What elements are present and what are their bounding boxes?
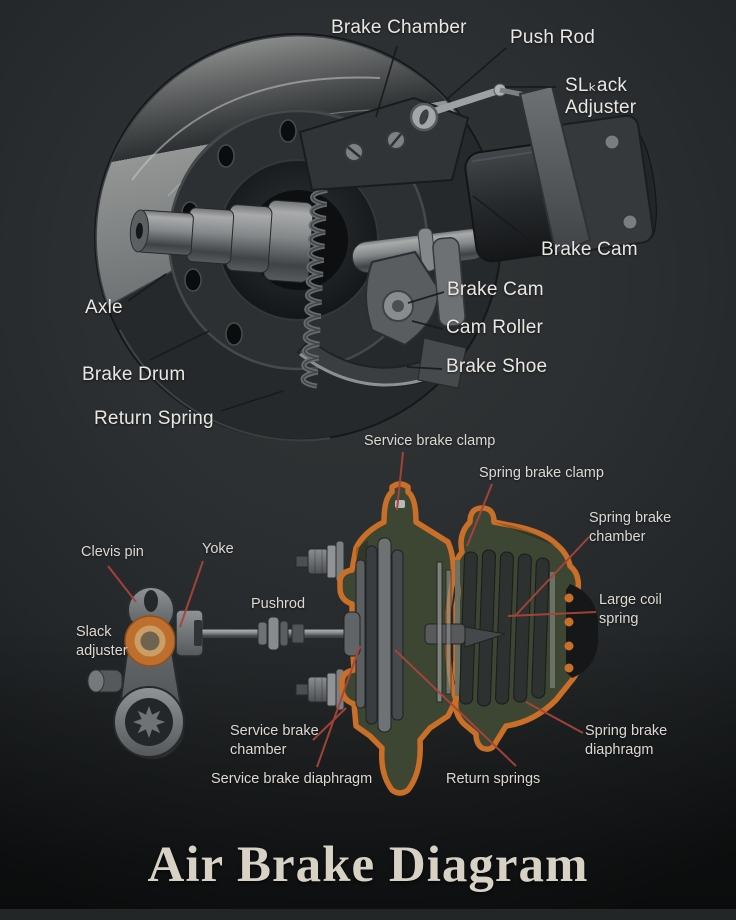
- brake-chamber-cross-section: [87, 451, 598, 796]
- brake-chamber-mount: [298, 83, 546, 192]
- diaphragm-plates: [343, 537, 506, 733]
- drum-brake-illustration: [94, 33, 657, 442]
- spring-chamber-vessel: [452, 505, 598, 752]
- slack-adjuster-bracket: [518, 84, 592, 256]
- brake-shoe-shape: [296, 337, 467, 389]
- spring-chamber-end-cap: [566, 584, 598, 678]
- return-spring-coil: [300, 187, 328, 389]
- yoke-block: [175, 609, 204, 657]
- poster-title: Air Brake Diagram: [147, 837, 589, 893]
- clevis-pin-bushing: [124, 615, 176, 667]
- bottom-edge-strip: [0, 909, 736, 920]
- axle-shaft: [129, 199, 314, 283]
- slack-adjuster-arm: [87, 586, 185, 760]
- cam-mechanism: [351, 227, 487, 347]
- top-leader-lines: [127, 45, 556, 412]
- clamp-bolts: [295, 540, 345, 711]
- end-cap-dots: [564, 593, 574, 673]
- spline-hole: [133, 706, 165, 738]
- coil-spring-bars: [455, 549, 555, 707]
- bottom-leader-lines: [107, 451, 597, 768]
- cam-housing: [464, 84, 657, 263]
- pushrod-shaft: [201, 616, 351, 651]
